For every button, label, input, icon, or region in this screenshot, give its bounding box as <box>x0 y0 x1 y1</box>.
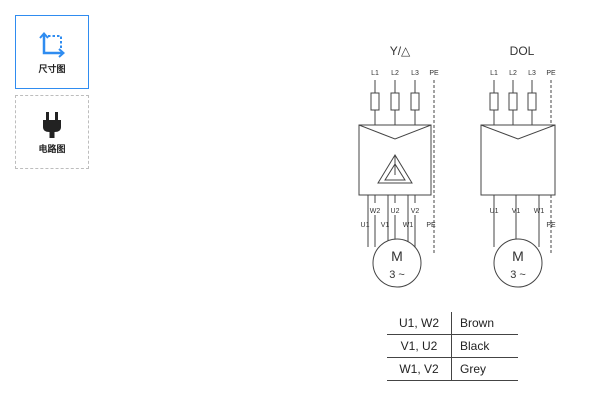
star-delta-terminal-lower: U1 <box>361 222 370 229</box>
dol-supply-label: PE <box>546 70 556 77</box>
star-delta-supply-label: L1 <box>371 70 379 77</box>
terminals-cell: U1, W2 <box>387 312 452 335</box>
table-row: W1, V2 Grey <box>387 357 518 381</box>
dol-title: DOL <box>510 44 535 58</box>
dimension-icon <box>39 31 66 58</box>
dol-motor-label: M <box>512 248 524 264</box>
dol-supply-label: L1 <box>490 70 498 77</box>
star-delta-terminal-lower: PE <box>426 222 436 229</box>
dol-terminal: V1 <box>512 208 521 215</box>
table-row: V1, U2 Black <box>387 334 518 358</box>
dol-supply-label: L2 <box>509 70 517 77</box>
star-delta-supply-label: L3 <box>411 70 419 77</box>
star-delta-motor-label: M <box>391 248 403 264</box>
tab-circuit-diagram[interactable]: 电路图 <box>15 95 89 169</box>
star-delta-terminal-upper: U2 <box>391 208 400 215</box>
star-delta-terminal-upper: W2 <box>370 208 381 215</box>
star-delta-terminal-lower: V1 <box>381 222 390 229</box>
star-delta-supply-label: PE <box>429 70 439 77</box>
dol-supply-label: L3 <box>528 70 536 77</box>
star-delta-motor-sub: 3 ~ <box>389 269 405 281</box>
table-row: U1, W2 Brown <box>387 312 518 335</box>
plug-icon <box>43 111 61 138</box>
dol-terminal: W1 <box>534 208 545 215</box>
star-delta-terminal-lower: W1 <box>403 222 414 229</box>
wiring-diagram: Y/△ L1 L2 L3 PE W2 U2 V2 U1 V1 W1 PE M 3… <box>358 44 556 288</box>
terminals-cell: W1, V2 <box>387 357 452 381</box>
dol-terminal: U1 <box>490 208 499 215</box>
star-delta-supply-label: L2 <box>391 70 399 77</box>
star-delta-terminal-upper: V2 <box>411 208 420 215</box>
color-cell: Grey <box>451 357 518 381</box>
dol-terminal: PE <box>546 222 556 229</box>
terminals-cell: V1, U2 <box>387 334 452 358</box>
color-cell: Brown <box>451 312 518 335</box>
star-delta-title: Y/△ <box>390 44 411 58</box>
tab-dimension-drawing[interactable]: 尺寸图 <box>15 15 89 89</box>
tab-circuit-label: 电路图 <box>38 144 66 155</box>
wire-color-table: U1, W2 Brown V1, U2 Black W1, V2 Grey <box>387 312 518 381</box>
tab-dimension-label: 尺寸图 <box>38 64 66 75</box>
color-cell: Black <box>451 334 518 358</box>
dol-motor-sub: 3 ~ <box>510 269 526 281</box>
